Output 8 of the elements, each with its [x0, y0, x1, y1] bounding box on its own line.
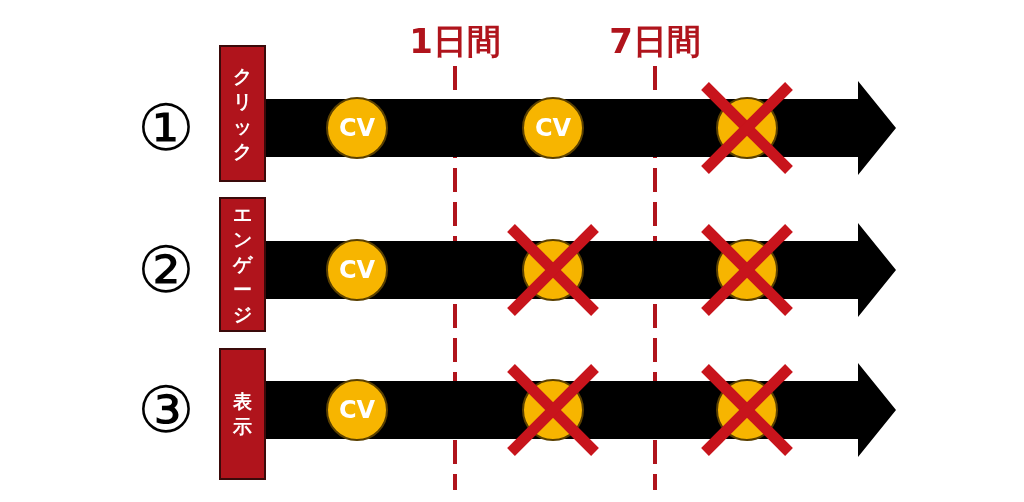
row-number: ③	[136, 374, 196, 446]
label-box: 表示	[219, 348, 266, 480]
label-box: クリック	[219, 45, 266, 182]
row-number: ①	[136, 92, 196, 164]
column-heading: 7日間	[608, 20, 702, 62]
column-heading: 1日間	[408, 20, 502, 62]
row-number: ②	[136, 234, 196, 306]
label-box: エンゲージ	[219, 197, 266, 332]
